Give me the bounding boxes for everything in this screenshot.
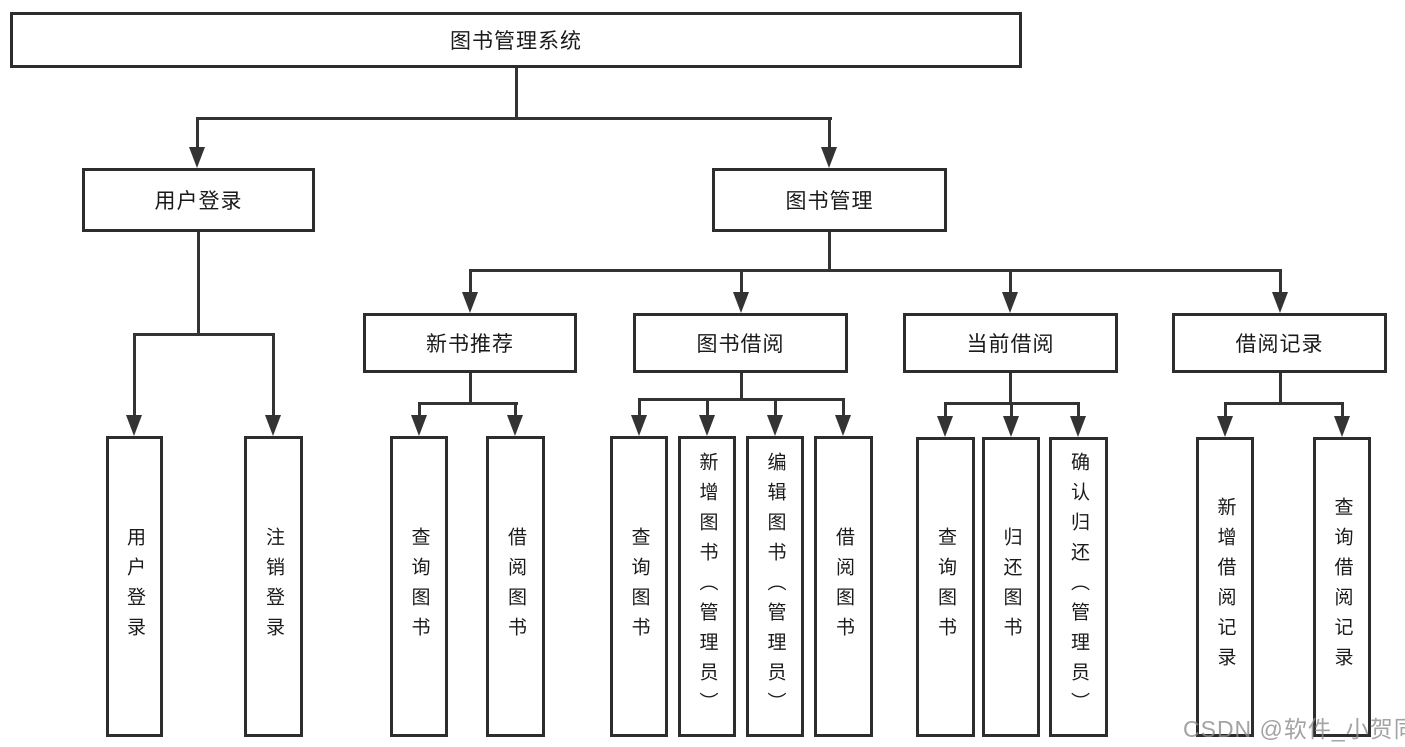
arrowhead-down <box>821 147 837 168</box>
arrowhead-down <box>411 415 427 436</box>
leaf-label: 归还图书 <box>1000 527 1022 647</box>
node-label: 借阅记录 <box>1235 333 1324 356</box>
leaf-edit-book-admin: 编辑图书（管理员） <box>746 436 804 737</box>
node-label: 图书管理 <box>785 190 874 213</box>
leaf-logout: 注销登录 <box>244 436 303 737</box>
node-book-borrowing: 图书借阅 <box>633 313 848 373</box>
connector-line <box>638 401 641 418</box>
connector-line <box>774 401 777 418</box>
leaf-label: 编辑图书（管理员） <box>764 451 786 722</box>
leaf-label: 借阅图书 <box>505 526 526 647</box>
node-new-book-recommendation: 新书推荐 <box>363 313 577 373</box>
arrowhead-down <box>462 292 478 313</box>
arrowhead-down <box>733 292 749 313</box>
connector-line <box>740 373 743 400</box>
connector-line <box>469 269 1282 272</box>
connector-line <box>842 401 845 418</box>
leaf-label: 确认归还（管理员） <box>1068 452 1089 722</box>
connector-line <box>944 405 947 418</box>
leaf-label: 查询图书 <box>408 526 430 647</box>
arrowhead-down <box>1070 416 1086 437</box>
arrowhead-down <box>1334 416 1350 437</box>
arrowhead-down <box>1002 292 1018 313</box>
connector-line <box>469 272 472 295</box>
node-label: 用户登录 <box>154 190 243 213</box>
leaf-label: 新增图书（管理员） <box>696 451 718 722</box>
leaf-borrow-books-recommend: 借阅图书 <box>486 436 545 737</box>
connector-line <box>740 272 743 295</box>
connector-line <box>1010 405 1013 418</box>
arrowhead-down <box>1272 292 1288 313</box>
connector-line <box>1279 373 1282 404</box>
leaf-label: 用户登录 <box>124 526 145 647</box>
node-label: 当前借阅 <box>966 333 1055 356</box>
leaf-label: 注销登录 <box>263 526 284 647</box>
connector-line <box>133 333 275 336</box>
arrowhead-down <box>835 415 851 436</box>
leaf-label: 新增借阅记录 <box>1214 497 1236 677</box>
connector-line <box>197 232 200 335</box>
arrowhead-down <box>189 147 205 168</box>
leaf-label: 查询图书 <box>628 526 650 647</box>
arrowhead-down <box>265 415 281 436</box>
connector-line <box>469 373 472 404</box>
node-library-management-system: 图书管理系统 <box>10 12 1022 68</box>
node-current-borrowing: 当前借阅 <box>903 313 1118 373</box>
arrowhead-down <box>1217 416 1233 437</box>
connector-line <box>1009 272 1012 295</box>
connector-line <box>514 405 517 418</box>
leaf-return-books: 归还图书 <box>982 437 1040 737</box>
leaf-label: 借阅图书 <box>833 526 854 647</box>
arrowhead-down <box>507 415 523 436</box>
leaf-label: 查询图书 <box>935 527 956 647</box>
leaf-label: 查询借阅记录 <box>1331 497 1353 677</box>
connector-line <box>638 398 845 401</box>
leaf-borrow-books: 借阅图书 <box>814 436 873 737</box>
leaf-query-books-borrow: 查询图书 <box>610 436 668 737</box>
connector-line <box>706 401 709 418</box>
arrowhead-down <box>126 415 142 436</box>
connector-line <box>133 336 136 418</box>
node-borrowing-records: 借阅记录 <box>1172 313 1387 373</box>
connector-line <box>515 68 518 120</box>
node-label: 图书管理系统 <box>450 30 582 53</box>
connector-line <box>1009 373 1012 404</box>
arrowhead-down <box>631 415 647 436</box>
connector-line <box>418 405 421 418</box>
connector-line <box>196 117 832 120</box>
arrowhead-down <box>937 416 953 437</box>
leaf-add-borrow-record: 新增借阅记录 <box>1196 437 1254 737</box>
connector-line <box>1279 272 1282 295</box>
connector-line <box>196 120 199 152</box>
node-user-login: 用户登录 <box>82 168 315 232</box>
leaf-query-books-recommend: 查询图书 <box>390 436 448 737</box>
leaf-user-login: 用户登录 <box>106 436 163 737</box>
leaf-query-books-current: 查询图书 <box>916 437 975 737</box>
node-book-management: 图书管理 <box>712 168 947 232</box>
connector-line <box>828 120 831 152</box>
leaf-add-book-admin: 新增图书（管理员） <box>678 436 736 737</box>
connector-line <box>1224 405 1227 418</box>
arrowhead-down <box>699 415 715 436</box>
connector-line <box>1224 402 1344 405</box>
arrowhead-down <box>1003 416 1019 437</box>
node-label: 新书推荐 <box>426 333 514 356</box>
connector-line <box>272 336 275 418</box>
connector-line <box>944 402 1080 405</box>
node-label: 图书借阅 <box>696 333 785 356</box>
leaf-query-borrow-record: 查询借阅记录 <box>1313 437 1371 737</box>
connector-line <box>828 232 831 271</box>
connector-line <box>1341 405 1344 418</box>
connector-line <box>1077 405 1080 418</box>
leaf-confirm-return-admin: 确认归还（管理员） <box>1049 437 1108 737</box>
arrowhead-down <box>767 415 783 436</box>
connector-line <box>418 402 518 405</box>
